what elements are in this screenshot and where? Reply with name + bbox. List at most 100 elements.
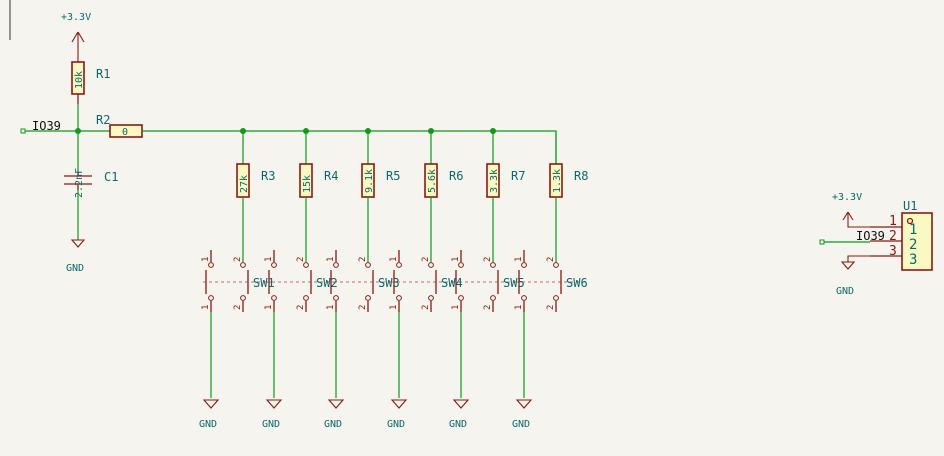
connector-u1[interactable]: U1 1 2 3 1 2 3 — [870, 199, 933, 271]
resistor-ref: R5 — [386, 169, 400, 183]
r2-value: 0 — [122, 127, 128, 138]
resistor-ref: R6 — [449, 169, 463, 183]
resistor-r3[interactable]: 27k R3 — [236, 163, 275, 198]
net-label-io39-left: IO39 — [20, 119, 110, 134]
resistor-value: 27k — [239, 175, 250, 193]
vcc-label-u1: +3.3V — [832, 192, 862, 203]
switch-pin-2-bottom: 2 — [358, 305, 368, 310]
r1-ref: R1 — [96, 67, 110, 81]
switch-ref: SW5 — [503, 276, 525, 290]
resistor-r1[interactable]: 10k R1 — [71, 61, 110, 104]
c1-ref: C1 — [104, 170, 118, 184]
switch-pin-1-top: 1 — [326, 257, 336, 262]
r2-ref: R2 — [96, 113, 110, 127]
gnd-symbol: GND — [387, 399, 408, 430]
gnd-symbol-u1: GND — [836, 255, 870, 297]
u1-pin-2-inner: 2 — [909, 237, 917, 253]
switch-pin-2-bottom: 2 — [421, 305, 431, 310]
resistor-r4[interactable]: 15k R4 — [299, 163, 338, 198]
u1-pin-1-inner: 1 — [909, 222, 917, 238]
switch-ref: SW2 — [316, 276, 338, 290]
u1-pin-3-num: 3 — [889, 244, 897, 259]
resistor-ref: R4 — [324, 169, 338, 183]
switch-pin-1-bottom: 1 — [389, 305, 399, 310]
gnd-label: GND — [512, 419, 530, 430]
switch-pin-1-bottom: 1 — [326, 305, 336, 310]
capacitor-c1[interactable]: 2.2nF C1 — [64, 168, 118, 198]
io39-label-left: IO39 — [32, 119, 61, 133]
gnd-symbol: GND — [324, 399, 345, 430]
resistor-ref: R3 — [261, 169, 275, 183]
switch-pin-1-bottom: 1 — [451, 305, 461, 310]
u1-pin-3-inner: 3 — [909, 252, 917, 268]
vcc-label-main: +3.3V — [61, 12, 91, 23]
u1-pin-1-num: 1 — [889, 214, 897, 229]
gnd-symbol: GND — [199, 399, 220, 430]
junction-bus — [240, 128, 246, 134]
gnd-symbol-c1: GND — [66, 239, 86, 274]
c1-value: 2.2nF — [74, 168, 85, 198]
switch-pin-2-top: 2 — [546, 257, 556, 262]
switch-pin-2-bottom: 2 — [546, 305, 556, 310]
switch-ref: SW4 — [441, 276, 463, 290]
switch-pin-1-bottom: 1 — [264, 305, 274, 310]
gnd-label-u1: GND — [836, 286, 854, 297]
resistor-value: 15k — [302, 175, 313, 193]
power-symbol-vcc-u1: +3.3V — [832, 192, 870, 228]
junction-node-main — [75, 128, 81, 134]
resistor-ref: R8 — [574, 169, 588, 183]
switch-pin-2-bottom: 2 — [296, 305, 306, 310]
resistor-r2[interactable]: 0 R2 — [96, 113, 143, 138]
gnd-label-c1: GND — [66, 263, 84, 274]
resistor-r6[interactable]: 5.6k R6 — [424, 163, 463, 198]
switch-pin-1-top: 1 — [514, 257, 524, 262]
switch-ref: SW3 — [378, 276, 400, 290]
resistor-value: 9.1k — [364, 169, 375, 193]
resistor-value: 1.3k — [552, 169, 563, 193]
junction-bus — [428, 128, 434, 134]
switch-pin-2-bottom: 2 — [233, 305, 243, 310]
power-symbol-vcc-main: +3.3V — [61, 12, 91, 62]
resistor-value: 3.3k — [489, 169, 500, 193]
switch-pin-2-top: 2 — [483, 257, 493, 262]
io39-label-u1: IO39 — [856, 229, 885, 243]
gnd-label: GND — [324, 419, 342, 430]
resistor-r8[interactable]: 1.3k R8 — [549, 163, 588, 198]
resistor-ref: R7 — [511, 169, 525, 183]
switch-pin-2-top: 2 — [296, 257, 306, 262]
gnd-label: GND — [387, 419, 405, 430]
switch-pin-1-top: 1 — [389, 257, 399, 262]
gnd-symbol: GND — [449, 399, 470, 430]
gnd-symbol: GND — [262, 399, 283, 430]
switch-pin-1-top: 1 — [201, 257, 211, 262]
resistor-value: 5.6k — [427, 169, 438, 193]
switch-pin-1-top: 1 — [264, 257, 274, 262]
net-label-io39-u1: IO39 — [819, 229, 885, 245]
resistor-r5[interactable]: 9.1k R5 — [361, 163, 400, 198]
gnd-label: GND — [262, 419, 280, 430]
switch-pin-2-top: 2 — [233, 257, 243, 262]
junction-bus — [303, 128, 309, 134]
u1-ref: U1 — [903, 199, 917, 213]
gnd-label: GND — [199, 419, 217, 430]
r1-value: 10k — [74, 71, 85, 89]
gnd-symbol: GND — [512, 399, 533, 430]
switch-pin-2-top: 2 — [358, 257, 368, 262]
switch-pin-1-bottom: 1 — [201, 305, 211, 310]
switch-pin-1-top: 1 — [451, 257, 461, 262]
resistor-r7[interactable]: 3.3k R7 — [486, 163, 525, 198]
switch-pin-2-bottom: 2 — [483, 305, 493, 310]
u1-pin-2-num: 2 — [889, 229, 897, 244]
